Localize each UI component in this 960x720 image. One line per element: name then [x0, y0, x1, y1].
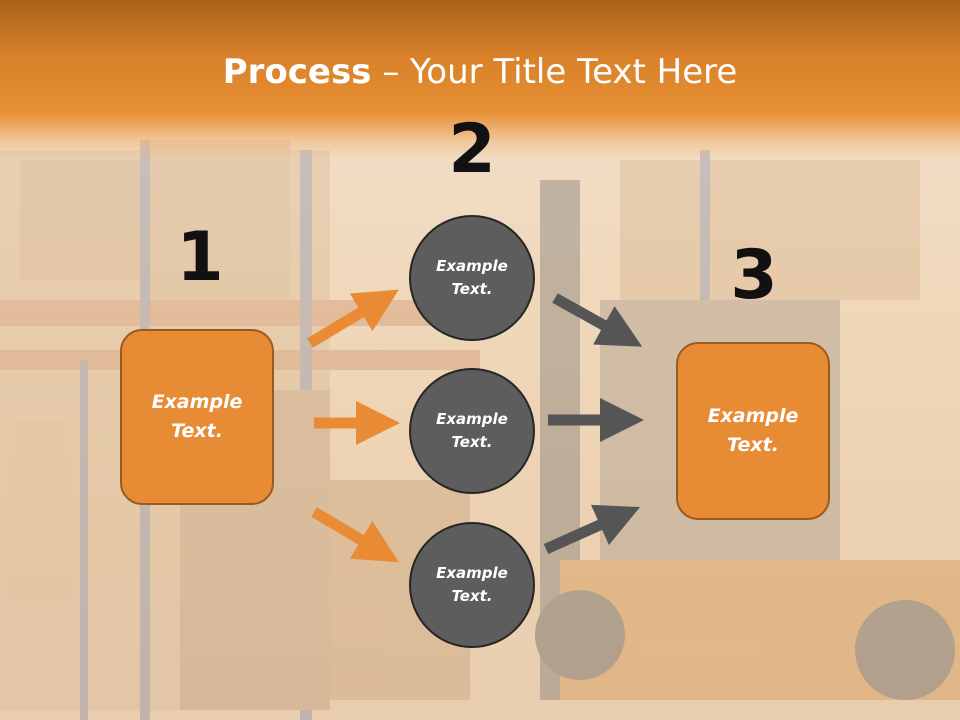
circle-bottom-text: Example Text. — [436, 564, 508, 605]
arrow-1-to-2c — [311, 507, 399, 563]
step-number-1: 1 — [176, 218, 224, 297]
step-number-2: 2 — [448, 110, 496, 189]
step-3-box: Example Text. — [676, 342, 830, 520]
slide-title: Process – Your Title Text Here — [0, 52, 960, 92]
step-number-3: 3 — [730, 236, 778, 315]
arrow-1-to-2a — [307, 289, 399, 348]
step-1-text: Example Text. — [151, 391, 243, 442]
circle-top: Example Text. — [409, 215, 535, 341]
title-bar — [0, 0, 960, 160]
title-bold: Process — [222, 52, 372, 92]
step-1-box: Example Text. — [120, 329, 274, 505]
circle-top-text: Example Text. — [436, 257, 508, 298]
title-rest: – Your Title Text Here — [371, 52, 738, 92]
step-3-text: Example Text. — [707, 405, 799, 456]
circle-bottom: Example Text. — [409, 522, 535, 648]
circle-middle: Example Text. — [409, 368, 535, 494]
circle-middle-text: Example Text. — [436, 410, 508, 451]
arrow-2a-to-3 — [552, 293, 643, 347]
arrow-2c-to-3 — [543, 504, 641, 555]
